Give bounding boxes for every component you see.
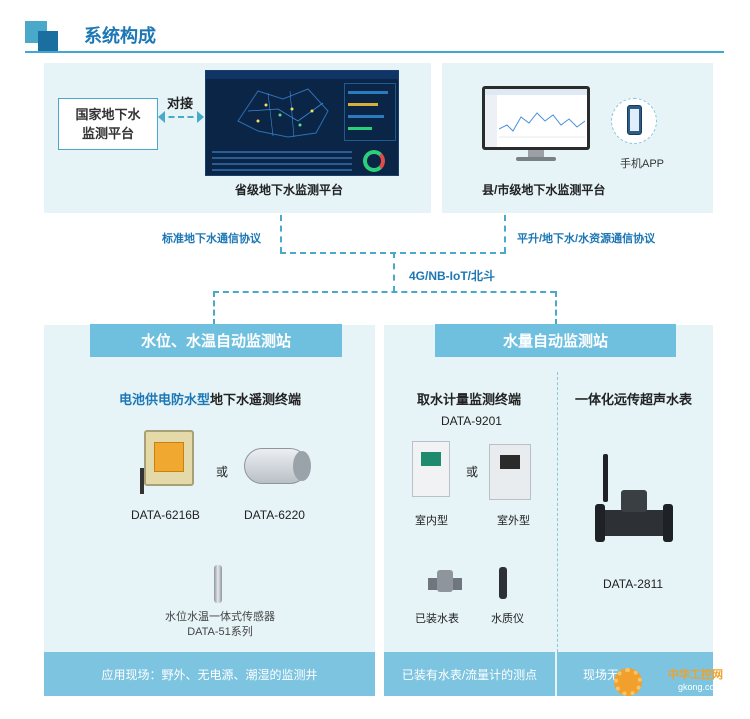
terminal-title-highlight: 电池供电防水型	[119, 392, 211, 407]
water-meter-image	[428, 570, 462, 594]
app-label: 手机APP	[620, 158, 665, 170]
protocol-left-label: 标准地下水通信协议	[162, 233, 261, 245]
or-label: 或	[216, 465, 229, 479]
section-title: 系统构成	[84, 26, 156, 46]
monitor-stand	[528, 150, 544, 158]
antenna-icon	[603, 454, 608, 502]
watermark-logo: 中华工控网 gkong.com	[614, 662, 744, 702]
monitor-base	[516, 157, 556, 161]
connector-line	[393, 252, 395, 292]
gauge-icon	[363, 150, 385, 172]
arrow-right-icon	[197, 111, 204, 123]
telemetry-terminal-6216b-image	[140, 430, 194, 494]
or-label: 或	[466, 465, 479, 479]
water-quality-label: 水质仪	[491, 613, 524, 625]
left-application-footer: 应用现场：野外、无电源、潮湿的监测井	[44, 652, 375, 696]
metering-terminal-title: 取水计量监测终端	[417, 392, 522, 407]
provincial-dashboard-screenshot	[205, 70, 399, 176]
terminal-title: 电池供电防水型地下水遥测终端	[119, 389, 301, 408]
gear-icon	[614, 668, 642, 696]
sensor-model: DATA-51系列	[187, 626, 253, 638]
monitor-icon	[482, 86, 590, 150]
connect-label: 对接	[167, 96, 194, 111]
connect-dashed-line	[159, 116, 203, 118]
metering-terminal-model: DATA-9201	[441, 414, 502, 428]
county-platform-label: 县/市级地下水监测平台	[482, 183, 606, 197]
level-temp-station-panel	[44, 325, 375, 696]
header-decor-square-dark	[38, 31, 58, 51]
column-divider	[557, 372, 558, 652]
level-temp-sensor-image	[214, 565, 222, 603]
connector-line	[504, 215, 506, 253]
phone-circle	[611, 98, 657, 144]
outdoor-label: 室外型	[497, 515, 530, 527]
terminal-title-rest: 地下水遥测终端	[210, 392, 302, 407]
level-temp-station-title: 水位、水温自动监测站	[90, 324, 342, 357]
indoor-label: 室内型	[415, 515, 448, 527]
connector-line	[280, 215, 282, 253]
indoor-cabinet-image	[412, 441, 450, 497]
outdoor-cabinet-image	[489, 444, 531, 500]
middle-application-footer: 已装有水表/流量计的测点	[384, 652, 555, 696]
flow-station-title: 水量自动监测站	[435, 324, 676, 357]
network-label: 4G/NB-IoT/北斗	[409, 269, 495, 283]
protocol-right-label: 平升/地下水/水资源通信协议	[517, 233, 656, 245]
watermark-name: 中华工控网	[668, 669, 723, 681]
arrow-left-icon	[158, 111, 165, 123]
model-6216b-label: DATA-6216B	[131, 508, 200, 522]
ultrasonic-meter-image	[595, 454, 673, 548]
header-divider	[25, 51, 724, 53]
water-quality-probe-image	[499, 567, 507, 599]
connector-line	[213, 291, 556, 293]
connector-line	[555, 291, 557, 325]
connector-line	[213, 291, 215, 325]
sensor-label: 水位水温一体式传感器 DATA-51系列	[160, 610, 280, 640]
model-6220-label: DATA-6220	[244, 508, 305, 522]
phone-icon	[627, 105, 642, 135]
watermark-url: gkong.com	[678, 682, 723, 692]
telemetry-terminal-6220-image	[244, 448, 311, 484]
map-graphic	[237, 88, 329, 138]
ultrasonic-meter-title: 一体化远传超声水表	[575, 392, 693, 407]
national-platform-box: 国家地下水 监测平台	[58, 98, 158, 150]
antenna-icon	[140, 468, 144, 494]
sensor-name: 水位水温一体式传感器	[165, 611, 275, 623]
model-2811-label: DATA-2811	[603, 577, 664, 591]
water-meter-label: 已装水表	[415, 613, 459, 625]
provincial-platform-label: 省级地下水监测平台	[235, 183, 344, 197]
